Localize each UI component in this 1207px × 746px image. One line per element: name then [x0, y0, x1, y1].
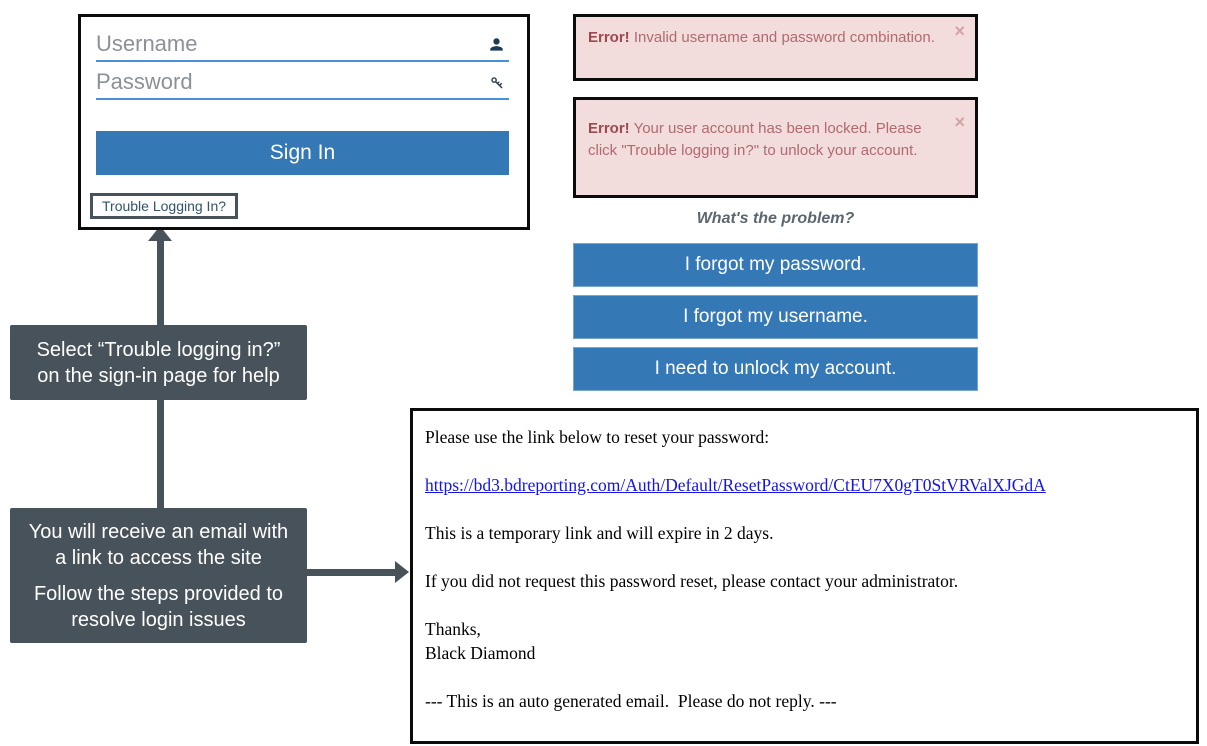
error-alert-invalid-credentials: Error! Invalid username and password com… [573, 14, 978, 81]
problem-heading: What's the problem? [696, 210, 855, 227]
password-input[interactable] [96, 69, 448, 95]
close-icon[interactable]: × [954, 21, 965, 41]
error-alert-account-locked: Error! Your user account has been locked… [573, 97, 978, 198]
error-prefix: Error! [588, 29, 630, 46]
close-icon[interactable]: × [954, 112, 965, 132]
user-icon [489, 37, 504, 57]
error-prefix: Error! [588, 120, 630, 137]
username-field-row [96, 31, 509, 63]
email-signoff: Thanks, [425, 619, 481, 639]
error-message: Your user account has been locked. Pleas… [588, 120, 922, 159]
reset-email-panel: Please use the link below to reset your … [410, 408, 1199, 744]
callout-paragraph: You will receive an email with a link to… [28, 520, 289, 569]
callout-line: on the sign-in page for help [37, 364, 280, 387]
email-signature: Black Diamond [425, 643, 536, 663]
arrow-right-head [395, 561, 409, 583]
email-expiry-line: This is a temporary link and will expire… [425, 523, 774, 543]
username-underline [96, 60, 509, 62]
username-input[interactable] [96, 31, 448, 57]
error-message: Invalid username and password combinatio… [629, 29, 935, 46]
sign-in-button[interactable]: Sign In [96, 131, 509, 175]
key-icon [490, 76, 504, 95]
forgot-username-button[interactable]: I forgot my username. [573, 295, 978, 339]
reset-password-link[interactable]: https://bd3.bdreporting.com/Auth/Default… [425, 475, 1046, 495]
arrow-right-line [307, 569, 396, 576]
password-underline [96, 98, 509, 100]
callout-line: Select “Trouble logging in?” [36, 338, 281, 361]
email-intro-line: Please use the link below to reset your … [425, 427, 770, 447]
callout-trouble-link-help: Select “Trouble logging in?” on the sign… [10, 325, 307, 400]
password-field-row [96, 69, 509, 101]
callout-paragraph: Follow the steps provided to resolve log… [33, 582, 283, 631]
email-footer: --- This is an auto generated email. Ple… [425, 691, 837, 711]
email-warning-line: If you did not request this password res… [425, 571, 959, 591]
callout-email-steps: You will receive an email with a link to… [10, 508, 307, 643]
trouble-logging-in-link[interactable]: Trouble Logging In? [90, 193, 239, 219]
email-reset-link-row: https://bd3.bdreporting.com/Auth/Default… [425, 475, 1186, 496]
unlock-account-button[interactable]: I need to unlock my account. [573, 347, 978, 391]
signin-panel: Sign In Trouble Logging In? [78, 14, 530, 230]
forgot-password-button[interactable]: I forgot my password. [573, 243, 978, 287]
